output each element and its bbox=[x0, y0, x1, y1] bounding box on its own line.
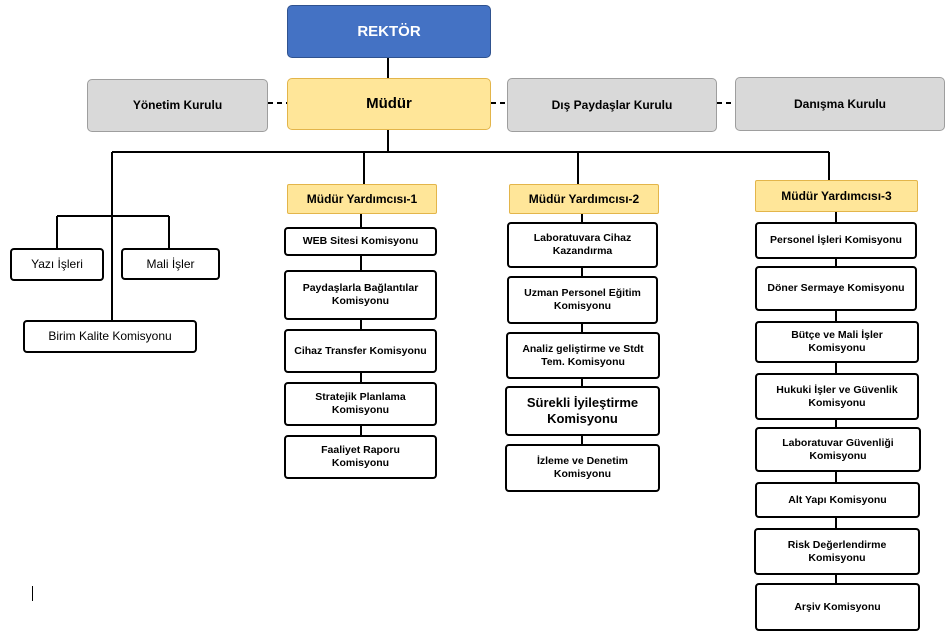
commission-box: WEB Sitesi Komisyonu bbox=[284, 227, 437, 256]
commission-label: Arşiv Komisyonu bbox=[794, 600, 881, 613]
dis-paydaslar-kurulu-label: Dış Paydaşlar Kurulu bbox=[551, 97, 673, 112]
mali-isler-box: Mali İşler bbox=[121, 248, 220, 280]
mudur-yardimcisi-2-label: Müdür Yardımcısı-2 bbox=[528, 191, 640, 206]
commission-box: Cihaz Transfer Komisyonu bbox=[284, 329, 437, 373]
commission-label: Analiz geliştirme ve Stdt Tem. Komisyonu bbox=[522, 342, 644, 368]
birim-kalite-komisyonu-label: Birim Kalite Komisyonu bbox=[48, 329, 172, 344]
yazi-isleri-box: Yazı İşleri bbox=[10, 248, 104, 281]
commission-label: Risk Değerlendirme Komisyonu bbox=[787, 538, 887, 564]
commission-box: Laboratuvara Cihaz Kazandırma bbox=[507, 222, 658, 268]
text-cursor bbox=[32, 586, 33, 601]
rektor-label: REKTÖR bbox=[357, 22, 421, 40]
commission-label: Laboratuvar Güvenliği Komisyonu bbox=[782, 436, 894, 462]
commission-label: Sürekli İyileştirme Komisyonu bbox=[526, 395, 639, 426]
commission-box: Alt Yapı Komisyonu bbox=[755, 482, 920, 518]
commission-box: Uzman Personel Eğitim Komisyonu bbox=[507, 276, 658, 324]
mudur-yardimcisi-3-label: Müdür Yardımcısı-3 bbox=[781, 188, 892, 203]
commission-label: Bütçe ve Mali İşler Komisyonu bbox=[791, 329, 883, 354]
commission-label: Personel İşleri Komisyonu bbox=[770, 234, 902, 247]
commission-box: Bütçe ve Mali İşler Komisyonu bbox=[755, 321, 919, 363]
mudur-box: Müdür bbox=[287, 78, 491, 130]
commission-label: Hukuki İşler ve Güvenlik Komisyonu bbox=[776, 383, 898, 409]
danisma-kurulu-box: Danışma Kurulu bbox=[735, 77, 945, 131]
commission-box: Döner Sermaye Komisyonu bbox=[755, 266, 917, 311]
mali-isler-label: Mali İşler bbox=[146, 256, 195, 271]
commission-label: Stratejik Planlama Komisyonu bbox=[315, 391, 406, 416]
commission-label: Cihaz Transfer Komisyonu bbox=[294, 344, 427, 357]
mudur-yardimcisi-2-box: Müdür Yardımcısı-2 bbox=[509, 184, 659, 214]
commission-label: İzleme ve Denetim Komisyonu bbox=[536, 455, 629, 480]
commission-box: Personel İşleri Komisyonu bbox=[755, 222, 917, 259]
commission-box: Paydaşlarla Bağlantılar Komisyonu bbox=[284, 270, 437, 320]
dis-paydaslar-kurulu-box: Dış Paydaşlar Kurulu bbox=[507, 78, 717, 132]
danisma-kurulu-label: Danışma Kurulu bbox=[793, 96, 886, 111]
yazi-isleri-label: Yazı İşleri bbox=[31, 257, 83, 272]
yonetim-kurulu-box: Yönetim Kurulu bbox=[87, 79, 268, 132]
mudur-yardimcisi-3-box: Müdür Yardımcısı-3 bbox=[755, 180, 918, 212]
commission-box: İzleme ve Denetim Komisyonu bbox=[505, 444, 660, 492]
mudur-yardimcisi-1-label: Müdür Yardımcısı-1 bbox=[306, 191, 418, 206]
commission-box: Arşiv Komisyonu bbox=[755, 583, 920, 631]
commission-box: Laboratuvar Güvenliği Komisyonu bbox=[755, 427, 921, 472]
commission-box: Hukuki İşler ve Güvenlik Komisyonu bbox=[755, 373, 919, 420]
commission-label: Uzman Personel Eğitim Komisyonu bbox=[524, 287, 641, 312]
commission-label: Laboratuvara Cihaz Kazandırma bbox=[533, 232, 632, 257]
mudur-yardimcisi-1-box: Müdür Yardımcısı-1 bbox=[287, 184, 437, 214]
commission-box: Analiz geliştirme ve Stdt Tem. Komisyonu bbox=[506, 332, 660, 379]
rektor-box: REKTÖR bbox=[287, 5, 491, 58]
commission-label: Alt Yapı Komisyonu bbox=[788, 493, 887, 506]
mudur-label: Müdür bbox=[366, 95, 412, 112]
commission-label: Paydaşlarla Bağlantılar Komisyonu bbox=[302, 282, 419, 307]
commission-box: Sürekli İyileştirme Komisyonu bbox=[505, 386, 660, 436]
birim-kalite-komisyonu-box: Birim Kalite Komisyonu bbox=[23, 320, 197, 353]
commission-label: Faaliyet Raporu Komisyonu bbox=[321, 444, 400, 469]
commission-label: WEB Sitesi Komisyonu bbox=[302, 235, 419, 248]
commission-box: Faaliyet Raporu Komisyonu bbox=[284, 435, 437, 479]
commission-box: Risk Değerlendirme Komisyonu bbox=[754, 528, 920, 575]
commission-box: Stratejik Planlama Komisyonu bbox=[284, 382, 437, 426]
yonetim-kurulu-label: Yönetim Kurulu bbox=[132, 98, 223, 113]
commission-label: Döner Sermaye Komisyonu bbox=[767, 282, 905, 295]
